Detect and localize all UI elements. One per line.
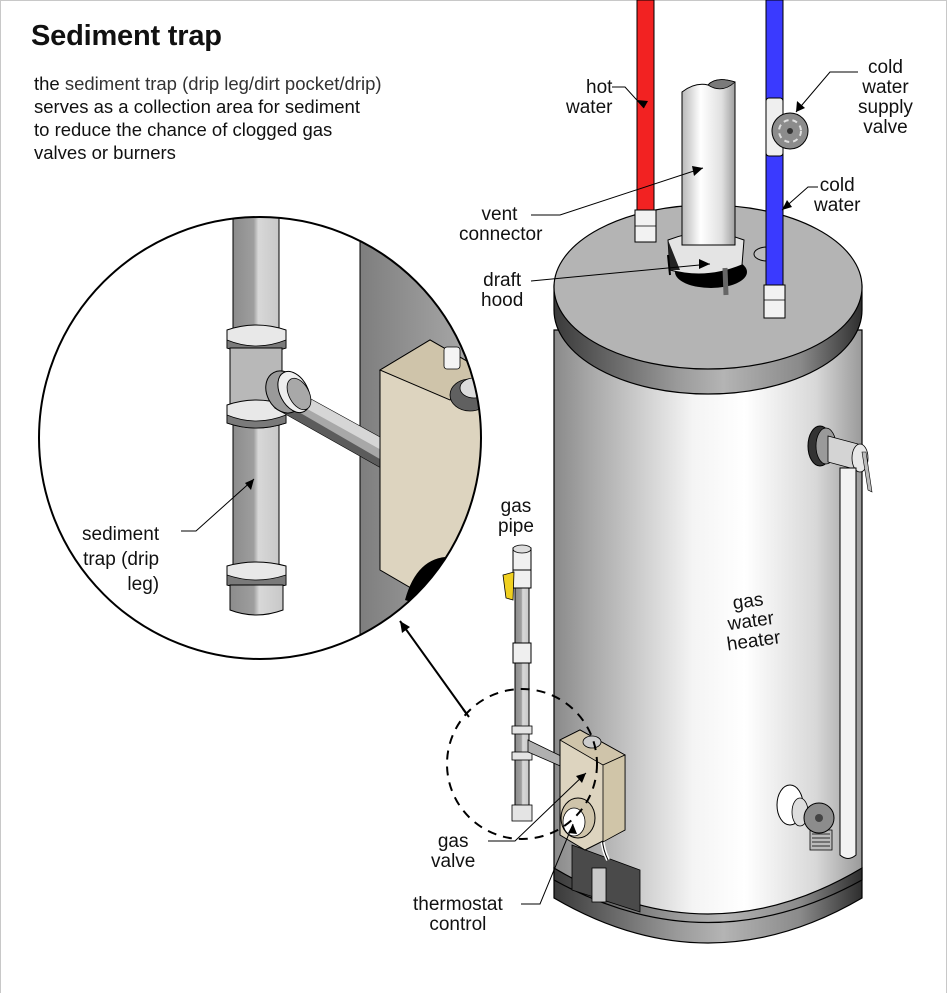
leader-sediment: [181, 478, 255, 532]
label-vent-connector: vent connector: [459, 205, 542, 245]
label-line: sediment: [82, 524, 160, 545]
gas-shutoff-handle: [502, 571, 515, 601]
label-sediment-trap: sediment trap (drip leg): [82, 522, 159, 597]
label-line: cold: [868, 57, 903, 78]
label-line: thermostat: [413, 894, 503, 915]
gas-valve-box: [559, 729, 626, 851]
label-line: gas: [500, 496, 532, 517]
relief-discharge-pipe: [839, 467, 857, 859]
description-line: to reduce the chance of clogged gas: [34, 119, 333, 140]
label-cold-water-supply-valve: cold water supply valve: [858, 58, 913, 138]
drain-valve: [776, 784, 835, 851]
label-gas-pipe: gas pipe: [498, 497, 534, 537]
label-draft-hood: draft hood: [481, 271, 523, 311]
leader-gas-valve: [488, 772, 587, 842]
label-gas-water-heater: gas water heater: [720, 589, 782, 655]
label-hot-water: hot water: [566, 78, 612, 118]
label-thermostat-control: thermostat control: [413, 895, 503, 935]
tank-base: [553, 866, 863, 944]
drip-leg-pipe-lower: [232, 419, 280, 571]
label-line: leg): [127, 574, 160, 595]
description-prefix: the: [34, 73, 65, 94]
label-line: cold: [819, 175, 855, 196]
leader-thermostat: [521, 823, 574, 905]
label-line: trap (drip: [83, 549, 160, 570]
vent-connector: [681, 79, 736, 246]
label-line: control: [429, 914, 487, 935]
label-cold-water: cold water: [814, 176, 860, 216]
leader-draft-hood: [530, 263, 711, 282]
label-line: supply: [858, 97, 913, 118]
thermocouple-bracket: [591, 867, 607, 903]
relief-valve: [807, 425, 873, 859]
label-line: hood: [481, 290, 524, 311]
label-line: gas: [437, 831, 469, 852]
cold-water-fitting: [763, 284, 786, 319]
label-line: water: [862, 77, 909, 98]
leader-inset-arrow: [399, 620, 467, 714]
page-title: Sediment trap: [31, 20, 222, 52]
leader-vent: [531, 167, 704, 216]
description: the sediment trap (drip leg/dirt pocket/…: [34, 72, 464, 164]
label-line: pipe: [498, 516, 534, 537]
label-line: valve: [863, 117, 908, 138]
leader-cold-water: [781, 186, 818, 211]
drip-leg-pipe-upper: [232, 217, 280, 336]
description-term: sediment trap: [64, 73, 177, 94]
leader-lines: [181, 71, 858, 905]
label-line: valve: [431, 851, 476, 872]
description-aliases: (drip leg/dirt pocket/drip): [182, 73, 382, 94]
label-line: hot: [586, 77, 613, 98]
sediment-trap-highlight: [446, 688, 598, 840]
description-line: valves or burners: [34, 142, 176, 163]
label-line: water: [566, 97, 613, 118]
description-line: serves as a collection area for sediment: [34, 96, 360, 117]
drip-leg-cap: [229, 584, 284, 616]
leader-hot-water: [612, 86, 645, 109]
gas-pipe-assembly: [502, 544, 566, 822]
label-gas-valve: gas valve: [431, 832, 475, 872]
leader-cold-valve: [795, 71, 858, 113]
label-line: water: [814, 195, 861, 216]
label-line: vent: [481, 204, 518, 225]
inset-circle-border: [38, 216, 482, 660]
leader-arrowheads: [245, 100, 805, 834]
sediment-trap-inset: [39, 217, 481, 659]
label-line: connector: [459, 224, 543, 245]
cold-water-supply-valve-handle: [771, 112, 809, 150]
label-line: draft: [483, 270, 522, 291]
